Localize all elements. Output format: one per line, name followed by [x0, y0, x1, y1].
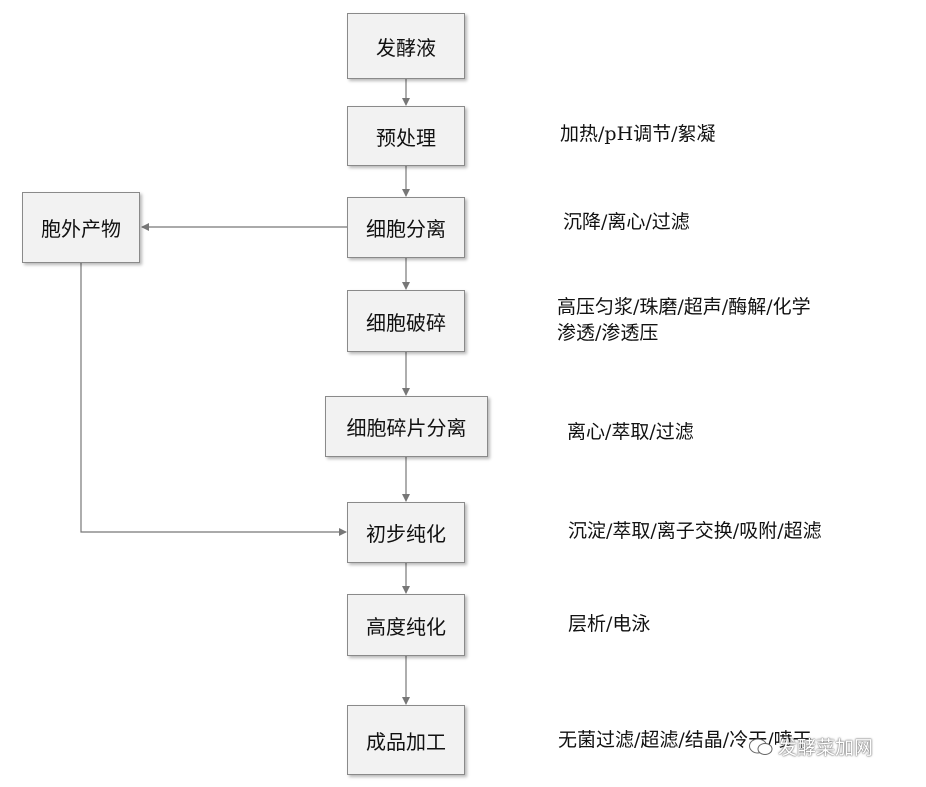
note-debris-separation: 离心/萃取/过滤 — [567, 421, 694, 443]
chat-bubble-icon — [749, 738, 773, 755]
step-high-purification: 高度纯化 — [347, 594, 465, 656]
note-cell-disruption-line1: 高压匀浆/珠磨/超声/酶解/化学 — [557, 296, 811, 318]
note-initial-purification: 沉淀/萃取/离子交换/吸附/超滤 — [568, 520, 822, 542]
note-final-processing: 无菌过滤/超滤/结晶/冷干/喷干 — [558, 729, 812, 751]
step-final-processing: 成品加工 — [347, 705, 465, 775]
step-debris-separation: 细胞碎片分离 — [325, 396, 488, 457]
step-extracellular-product: 胞外产物 — [22, 192, 140, 263]
note-high-purification: 层析/电泳 — [568, 613, 651, 635]
step-pretreatment: 预处理 — [347, 106, 465, 166]
step-initial-purification: 初步纯化 — [347, 502, 465, 563]
note-cell-separation: 沉降/离心/过滤 — [563, 211, 690, 233]
arrow-extracellular-to-initial — [80, 263, 347, 536]
step-fermentation-broth: 发酵液 — [347, 13, 465, 79]
watermark: 发酵菜加网 — [748, 733, 873, 760]
note-pretreatment: 加热/pH调节/絮凝 — [560, 123, 716, 145]
step-cell-disruption: 细胞破碎 — [347, 290, 465, 352]
note-cell-disruption-line2: 渗透/渗透压 — [557, 322, 659, 344]
watermark-text: 发酵菜加网 — [778, 737, 874, 759]
step-cell-separation: 细胞分离 — [347, 197, 465, 258]
